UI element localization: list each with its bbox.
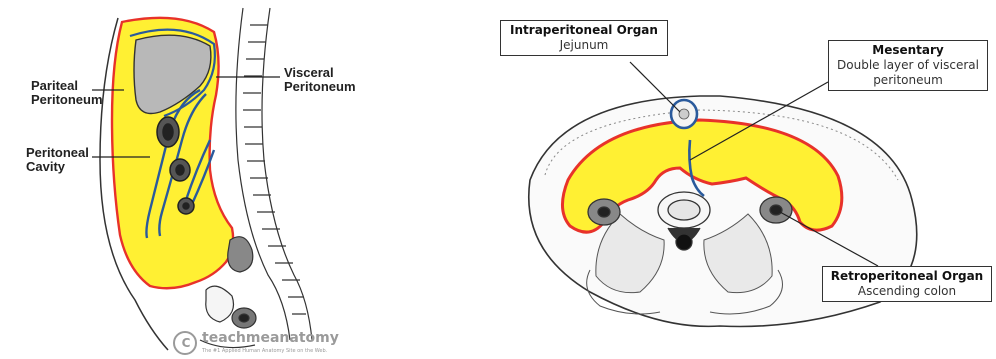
vertebral-column (236, 8, 312, 340)
label-line: Peritoneum (284, 80, 356, 94)
watermark-symbol: C (180, 336, 192, 350)
retroperitoneal-subtitle: Ascending colon (829, 284, 985, 299)
label-line: Peritoneum (31, 93, 103, 107)
label-line: Peritoneal (26, 146, 89, 160)
retroperitoneal-title: Retroperitoneal Organ (829, 269, 985, 284)
watermark-tagline: The #1 Applied Human Anatomy Site on the… (202, 348, 327, 354)
parietal-peritoneum-label: Pariteal Peritoneum (31, 79, 103, 107)
label-line: Pariteal (31, 79, 103, 93)
watermark-brand: teachmeanatomy (202, 330, 339, 346)
peritoneal-cavity-label: Peritoneal Cavity (26, 146, 89, 174)
retroperitoneal-label-box: Retroperitoneal Organ Ascending colon (822, 266, 992, 302)
label-line: Cavity (26, 160, 89, 174)
mesentary-title: Mesentary (835, 43, 981, 58)
mesentary-subtitle-line2: peritoneum (835, 73, 981, 88)
mesentary-label-box: Mesentary Double layer of visceral perit… (828, 40, 988, 91)
label-line: Visceral (284, 66, 356, 80)
sagittal-section (92, 8, 312, 350)
intraperitoneal-title: Intraperitoneal Organ (507, 23, 661, 38)
intraperitoneal-subtitle: Jejunum (507, 38, 661, 53)
intraperitoneal-label-box: Intraperitoneal Organ Jejunum (500, 20, 668, 56)
visceral-peritoneum-label: Visceral Peritoneum (284, 66, 356, 94)
mesentary-subtitle-line1: Double layer of visceral (835, 58, 981, 73)
